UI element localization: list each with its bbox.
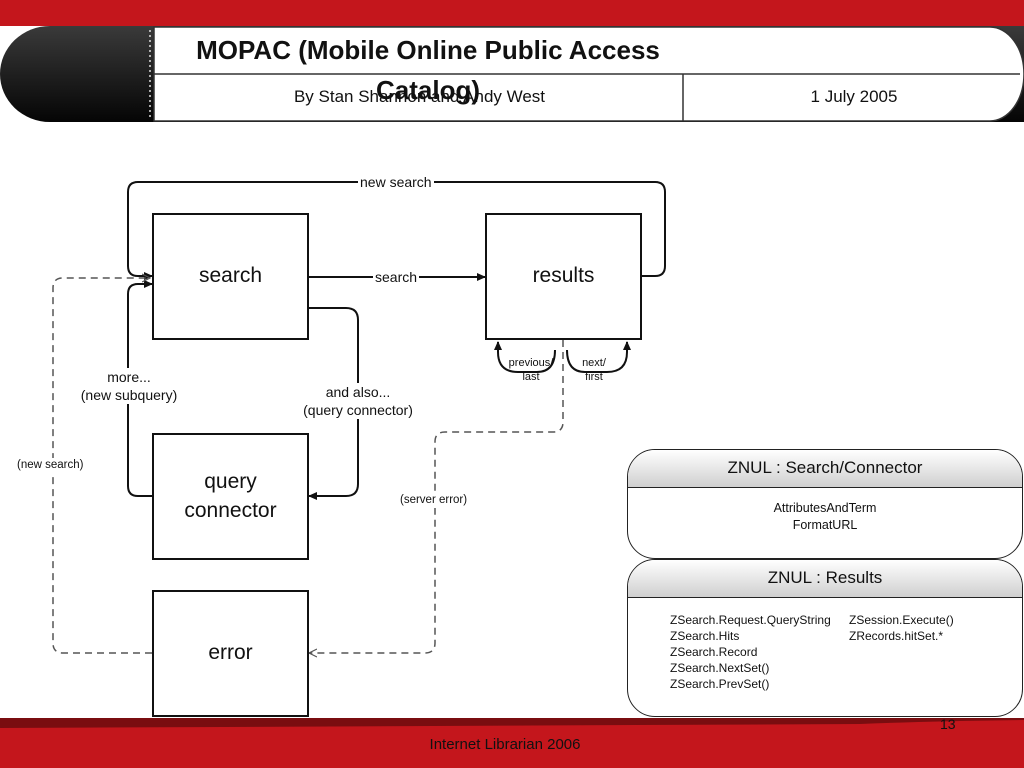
card-item: ZSearch.PrevSet() bbox=[670, 677, 770, 691]
edge-label-next-first: next/ first bbox=[574, 356, 614, 385]
edge-label-new-search-left: (new search) bbox=[17, 458, 84, 473]
edge-label-previous-line2: last bbox=[522, 371, 540, 384]
query-connector-state-box: query connector bbox=[152, 433, 309, 560]
page-number: 13 bbox=[940, 716, 956, 732]
znul-results-title: ZNUL : Results bbox=[628, 560, 1022, 598]
edge-label-more-line1: more... bbox=[107, 369, 151, 385]
search-state-box: search bbox=[152, 213, 309, 340]
edge-label-next-line2: first bbox=[585, 371, 603, 384]
edge-server-error bbox=[309, 340, 564, 653]
card-item: ZSearch.Hits bbox=[670, 629, 740, 643]
title-banner bbox=[0, 26, 1024, 122]
card-item: ZSearch.Request.QueryString bbox=[670, 613, 831, 627]
search-state-label: search bbox=[198, 264, 263, 288]
edge-label-next-line1: next/ bbox=[582, 357, 606, 369]
znul-results-card: ZNUL : Results ZSearch.Request.QueryStri… bbox=[627, 559, 1023, 717]
edge-label-and-also-line1: and also... bbox=[325, 384, 391, 400]
card-item: ZSearch.NextSet() bbox=[670, 661, 770, 675]
card-item: AttributesAndTerm bbox=[773, 501, 877, 515]
edge-label-more-line2: (new subquery) bbox=[80, 387, 178, 404]
edge-label-and-also-line2: (query connector) bbox=[303, 402, 413, 419]
results-state-box: results bbox=[485, 213, 642, 340]
edge-label-and-also: and also... (query connector) bbox=[298, 383, 418, 420]
card-item: ZSession.Execute() bbox=[849, 613, 954, 627]
edge-label-more: more... (new subquery) bbox=[78, 368, 180, 405]
znul-results-left-column: ZSearch.Request.QueryString ZSearch.Hits… bbox=[670, 612, 831, 692]
edge-label-new-search-top: new search bbox=[358, 173, 434, 192]
results-state-label: results bbox=[532, 264, 595, 288]
page-title: MOPAC (Mobile Online Public Access Catal… bbox=[196, 35, 660, 105]
date-line: 1 July 2005 bbox=[810, 87, 898, 106]
query-connector-label-line1: query bbox=[204, 470, 257, 494]
query-connector-label-line2: connector bbox=[184, 498, 277, 522]
edge-label-server-error: (server error) bbox=[400, 493, 468, 508]
edge-label-search: search bbox=[373, 268, 420, 287]
edge-previous-last bbox=[494, 341, 556, 373]
error-state-label: error bbox=[208, 641, 253, 665]
card-item: ZSearch.Record bbox=[670, 645, 758, 659]
edge-label-previous-line1: previous/ bbox=[508, 357, 554, 369]
bottom-red-bar bbox=[0, 718, 1024, 768]
footer-text: Internet Librarian 2006 bbox=[429, 736, 581, 753]
edge-next-first bbox=[566, 341, 631, 373]
znul-search-connector-body: AttributesAndTerm FormatURL bbox=[628, 488, 1022, 534]
card-item: ZRecords.hitSet.* bbox=[849, 629, 944, 643]
znul-results-right-column: ZSession.Execute() ZRecords.hitSet.* bbox=[849, 612, 954, 644]
top-red-bar bbox=[0, 0, 1024, 26]
znul-search-connector-title: ZNUL : Search/Connector bbox=[628, 450, 1022, 488]
authors-line: By Stan Shannon and Andy West bbox=[293, 87, 546, 106]
znul-search-connector-card: ZNUL : Search/Connector AttributesAndTer… bbox=[627, 449, 1023, 559]
card-item: FormatURL bbox=[792, 517, 858, 532]
error-state-box: error bbox=[152, 590, 309, 717]
edge-label-previous-last: previous/ last bbox=[506, 356, 556, 385]
